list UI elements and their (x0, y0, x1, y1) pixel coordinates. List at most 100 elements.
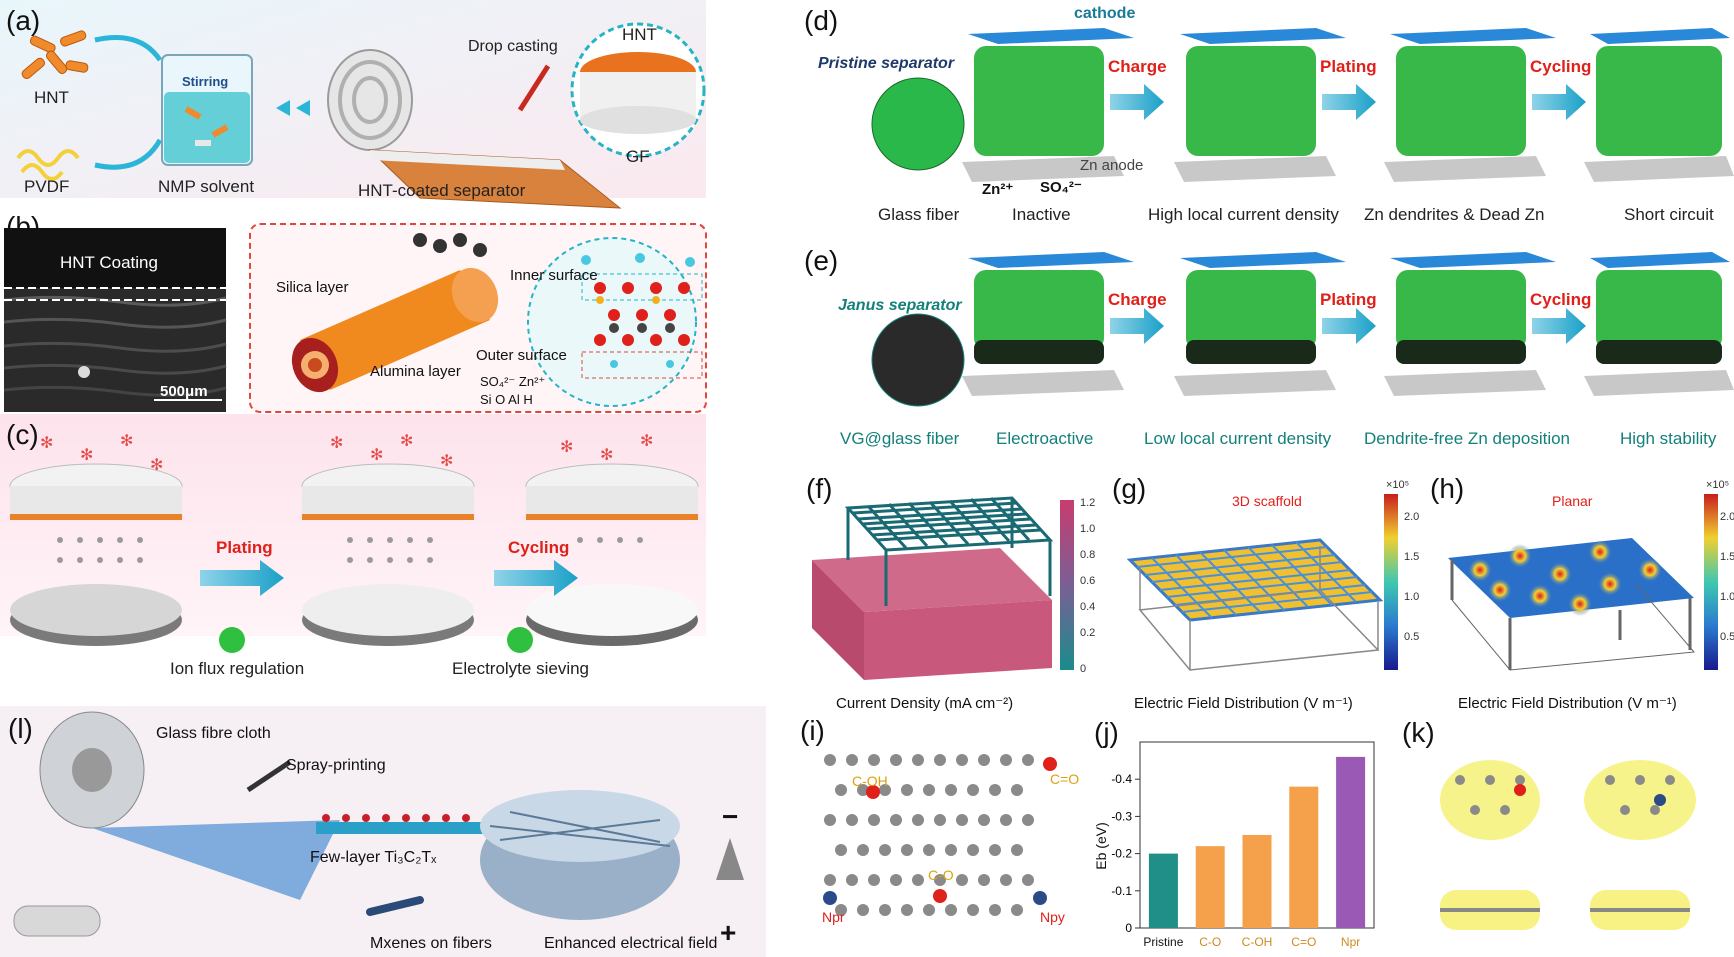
caption-d-5: Short circuit (1624, 205, 1714, 224)
panel-c-letter: (c) (6, 419, 39, 450)
cathode-label: cathode (1074, 5, 1135, 22)
ion-columns-icon (57, 537, 643, 563)
h-title: Planar (1552, 493, 1593, 509)
dropper-icon (517, 64, 551, 112)
y-tick-label: 0 (1125, 921, 1132, 935)
cycling-label: Cycling (1530, 57, 1591, 76)
caption-e-1: VG@glass fiber (840, 429, 960, 448)
caption-d-3: High local current density (1148, 205, 1339, 224)
separator-disk-3 (525, 463, 699, 646)
g-tick: 2.0 (1404, 511, 1419, 523)
fiber-mat-icon (480, 790, 680, 920)
co-double-label: C=O (1050, 771, 1079, 787)
svg-text:✻: ✻ (330, 435, 343, 452)
separator-label: HNT-coated separator (358, 181, 526, 200)
svg-text:✻: ✻ (370, 447, 383, 464)
y-ticks: 0-0.1-0.2-0.3-0.4 (1111, 772, 1140, 935)
spray-gun-icon (246, 759, 292, 793)
plating-arrow-icon (1322, 308, 1376, 344)
field-label: Enhanced electrical field (544, 935, 717, 952)
scale-bar-label: 500μm (160, 383, 208, 400)
x-category-label: C=O (1291, 935, 1316, 949)
h-tick: 0.5 (1720, 631, 1734, 643)
svg-text:✻: ✻ (640, 433, 653, 450)
svg-text:✻: ✻ (150, 457, 163, 474)
panel-c: (c) ✻ ✻ ✻ ✻ (0, 414, 706, 678)
svg-text:✻: ✻ (400, 433, 413, 450)
vg-fiber-zoom-icon (871, 313, 965, 407)
caption-e-5: High stability (1620, 429, 1717, 448)
f-tick: 0.6 (1080, 575, 1095, 587)
bar (1289, 786, 1319, 928)
h-tick: 1.0 (1720, 591, 1734, 603)
anion-markers-icon: ✻✻✻✻ ✻✻✻✻ ✻✻✻ (40, 433, 653, 474)
cycling-arrow-icon (1532, 308, 1586, 344)
panel-l-letter: (l) (8, 713, 33, 744)
g-tick: 1.0 (1404, 591, 1419, 603)
inner-surface-label: Inner surface (510, 267, 598, 284)
ion-legend: SO₄²⁻ Zn²⁺ (480, 374, 545, 389)
alumina-layer-label: Alumina layer (370, 363, 461, 380)
npy-label: Npy (1040, 909, 1065, 925)
ion-molecules-icon (413, 233, 487, 257)
panel-g-letter: (g) (1112, 473, 1146, 504)
panel-h: (h) Planar ×10⁵ 2.0 1.5 1.0 0.5 Electric… (1430, 473, 1734, 712)
current-colorbar (1060, 500, 1074, 670)
y-tick-label: -0.1 (1111, 884, 1132, 898)
cloth-roll-icon (13, 711, 340, 937)
caption-e-3: Low local current density (1144, 429, 1332, 448)
panel-d-letter: (d) (804, 5, 838, 36)
panel-h-letter: (h) (1430, 473, 1464, 504)
separator-roll-icon (327, 49, 622, 209)
panel-f-letter: (f) (806, 473, 832, 504)
sulfate-label: SO₄²⁻ (1040, 179, 1082, 196)
arrow-icon (94, 35, 163, 62)
g-tick: 0.5 (1404, 631, 1419, 643)
field-gradient-icon (716, 838, 744, 880)
caption-e-4: Dendrite-free Zn deposition (1364, 429, 1570, 448)
separator-disk-1 (9, 463, 183, 646)
panel-g: (g) 3D scaffold ×10⁵ 2.0 1.5 1.0 0.5 Ele… (1112, 473, 1419, 712)
coh-label: C-OH (852, 773, 888, 789)
atom-legend: Si O Al H (480, 392, 533, 407)
f-tick: 0.8 (1080, 549, 1095, 561)
plating-arrow-icon (1322, 84, 1376, 120)
panel-f: (f) 1.2 1.0 0.8 0.6 0.4 0.2 0 Current De… (806, 473, 1095, 712)
scaffold-3d-icon (812, 496, 1054, 680)
zn-ion-label: Zn²⁺ (982, 181, 1013, 198)
crystal-lattice-icon (581, 253, 703, 379)
cycling-label: Cycling (508, 538, 569, 557)
y-tick-label: -0.4 (1111, 772, 1132, 786)
chart-ylabel: Eb (eV) (1093, 822, 1109, 869)
fiber-icon (366, 896, 424, 916)
plating-arrow-icon (200, 560, 284, 596)
arrow-icon (276, 100, 310, 116)
co-label: C-O (928, 867, 954, 883)
x-category-label: Pristine (1143, 935, 1183, 949)
hnt-tubes-icon (21, 30, 89, 80)
panel-j-letter: (j) (1094, 717, 1119, 748)
bar (1336, 756, 1366, 928)
sem-image (3, 228, 227, 412)
glass-fiber-zoom-icon (871, 77, 965, 171)
electrolyte-sieving-label: Electrolyte sieving (452, 659, 589, 678)
h-tick: 1.5 (1720, 551, 1734, 563)
f-tick: 1.2 (1080, 497, 1095, 509)
plating-label: Plating (1320, 57, 1377, 76)
panel-a-letter: (a) (6, 5, 40, 36)
planar-field-icon (1448, 538, 1696, 671)
bar (1242, 835, 1272, 928)
mxenes-label: Mxenes on fibers (370, 935, 492, 952)
charge-label: Charge (1108, 57, 1167, 76)
panel-b: (b) HNT Coating 500μm (0, 200, 707, 413)
spray-label: Spray-printing (286, 757, 386, 774)
g-exponent: ×10⁵ (1386, 479, 1409, 491)
pristine-separator-label: Pristine separator (818, 55, 955, 72)
charge-density-icon (1440, 760, 1696, 930)
mxene-layer-icon (316, 814, 488, 834)
ion-flux-label: Ion flux regulation (170, 659, 304, 678)
svg-text:✻: ✻ (600, 447, 613, 464)
drop-casting-label: Drop casting (468, 38, 558, 55)
smiley-icon (219, 627, 245, 653)
panel-e: (e) Janus separator Charge Plating Cycli… (804, 245, 1734, 448)
